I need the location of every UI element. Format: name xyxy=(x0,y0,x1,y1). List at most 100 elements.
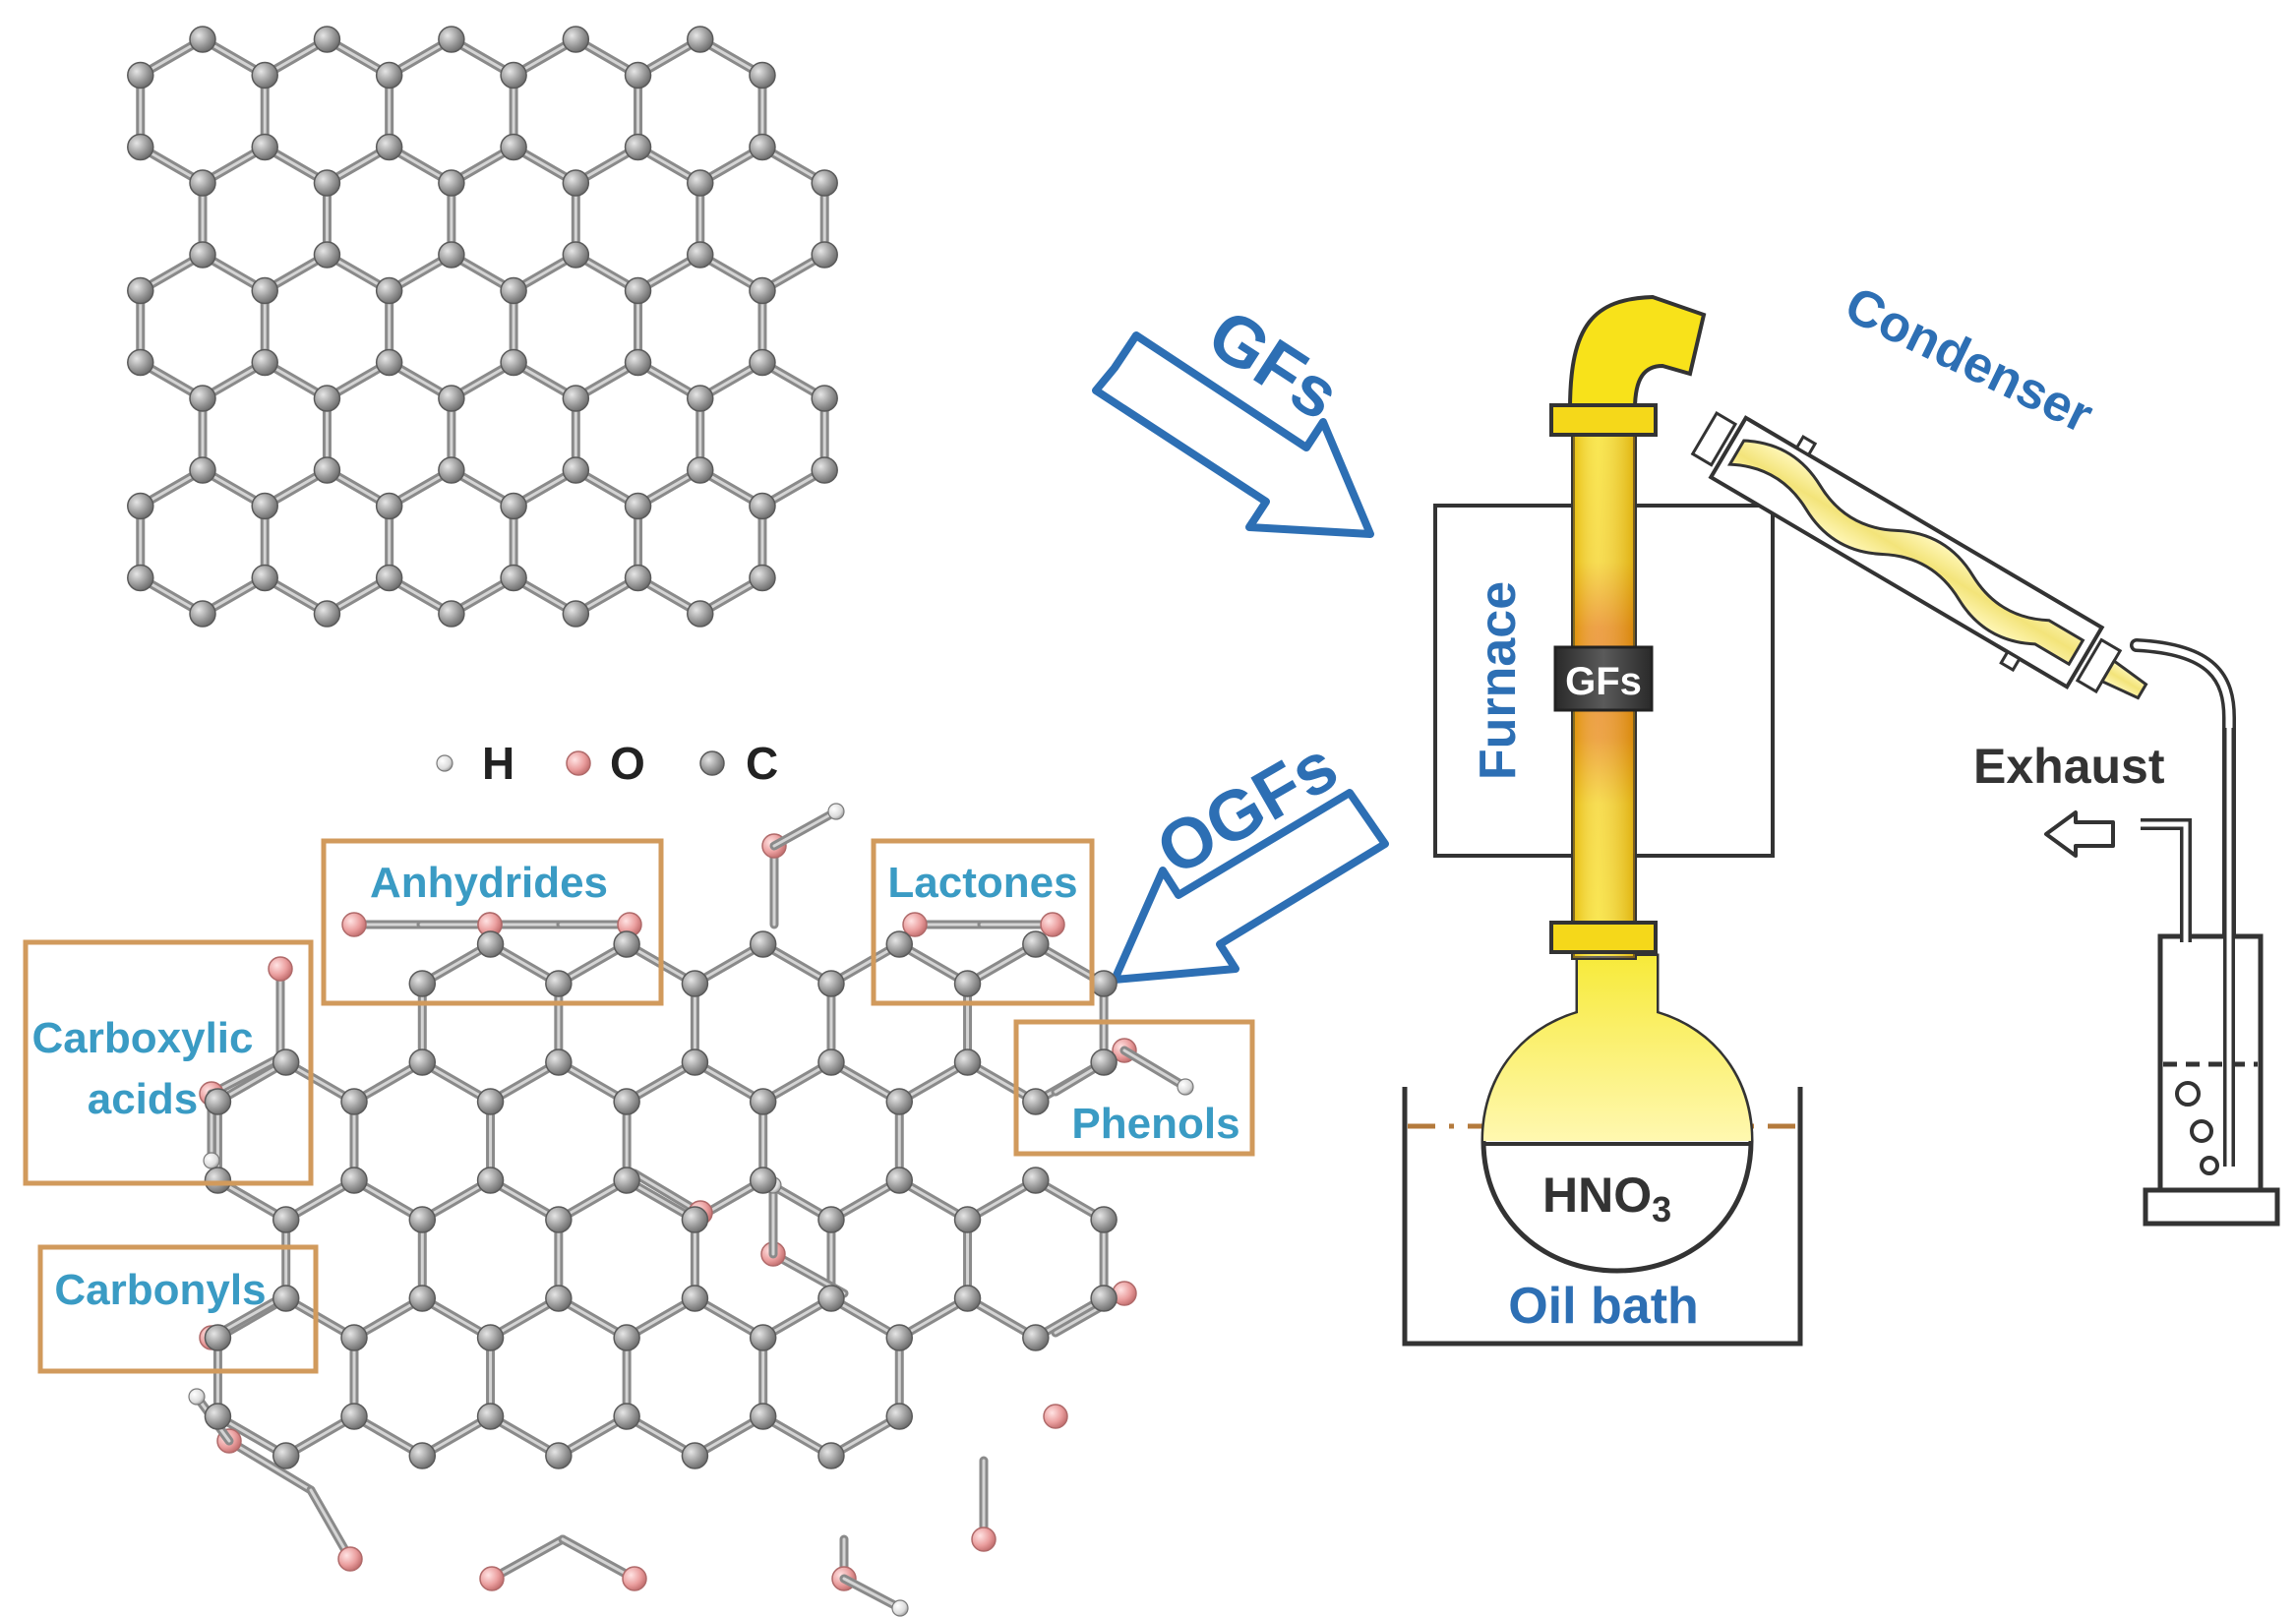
carbon-atom xyxy=(749,133,776,161)
oxidation-apparatus: Oil bath HNO3 Furnace Condenser xyxy=(1402,276,2280,1347)
legend-hydrogen-dot xyxy=(436,754,453,772)
carbon-atom xyxy=(1090,1206,1118,1233)
carbon-atom xyxy=(313,600,341,628)
carbon-atom xyxy=(953,1285,982,1312)
carbon-atom xyxy=(613,1403,640,1430)
carbon-atom xyxy=(811,456,838,484)
phenols-label: Phenols xyxy=(1071,1100,1239,1148)
hydrogen-atom xyxy=(1177,1078,1194,1096)
carbon-atom xyxy=(313,241,341,269)
oxygen-atom xyxy=(479,1566,505,1591)
carbon-atom xyxy=(476,1088,505,1115)
carbon-atom xyxy=(438,26,465,53)
functional-group-annotations: Anhydrides Lactones Carboxylic acids Phe… xyxy=(23,838,1255,1374)
carboxylic-acids-label-line2: acids xyxy=(88,1075,199,1123)
carbon-atom xyxy=(681,1442,709,1469)
carbonyls-box xyxy=(37,1244,319,1374)
carbon-atom xyxy=(681,1285,709,1312)
carbon-atom xyxy=(408,1048,437,1076)
carbon-atom xyxy=(272,1048,300,1076)
carbon-atom xyxy=(749,1403,777,1430)
lactones-label: Lactones xyxy=(887,859,1077,907)
carbon-atom xyxy=(127,564,154,592)
anhydrides-box xyxy=(321,838,664,1006)
carbon-atom xyxy=(313,385,341,412)
carbon-atom xyxy=(885,1324,914,1351)
carbon-atom xyxy=(562,169,590,197)
carbon-atom xyxy=(885,1403,914,1430)
carbon-atom xyxy=(500,276,527,305)
carbon-atom xyxy=(251,133,278,161)
carbon-atom xyxy=(613,1167,640,1194)
carbon-atom xyxy=(127,133,154,161)
carbon-atom xyxy=(613,1324,640,1351)
carbon-atom xyxy=(251,61,278,90)
oxygen-atom xyxy=(268,956,293,982)
carbon-atom xyxy=(624,348,652,377)
carbon-atom xyxy=(681,1048,709,1076)
carbon-atom xyxy=(438,169,465,197)
carbon-atom xyxy=(127,276,154,305)
carbon-atom xyxy=(375,133,403,161)
carbon-atom xyxy=(562,241,590,269)
carbon-atom xyxy=(624,276,652,305)
carbon-atom xyxy=(340,1324,368,1351)
graphene-sheet xyxy=(127,26,838,628)
carbon-atom xyxy=(953,1048,982,1076)
carbon-atom xyxy=(1090,1285,1118,1312)
flask-vapour-fill xyxy=(1483,956,1751,1141)
anhydrides-label: Anhydrides xyxy=(370,859,608,907)
carbon-atom xyxy=(438,456,465,484)
carbon-atom xyxy=(375,61,403,90)
carbon-atom xyxy=(562,600,590,628)
carbon-atom xyxy=(189,169,216,197)
carbon-atom xyxy=(562,385,590,412)
carbon-atom xyxy=(545,1048,573,1076)
carbon-atom xyxy=(817,1285,845,1312)
oxygen-atom xyxy=(1043,1404,1068,1429)
graphite-felt-sample xyxy=(1553,645,1654,712)
carbon-atom xyxy=(500,133,527,161)
carbon-atom xyxy=(313,26,341,53)
carbon-atom xyxy=(340,1088,368,1115)
carbon-atom xyxy=(749,61,776,90)
carbonyls-label: Carbonyls xyxy=(54,1266,266,1314)
carbon-atom xyxy=(408,1442,437,1469)
legend-carbon-dot xyxy=(699,750,725,776)
lower-joint xyxy=(1549,921,1658,954)
carbon-atom xyxy=(545,970,573,997)
carbon-atom xyxy=(127,61,154,90)
carbon-atom xyxy=(1090,970,1118,997)
carbon-atom xyxy=(204,1403,232,1430)
carbon-atom xyxy=(204,1324,232,1351)
carbon-atom xyxy=(681,970,709,997)
column-bend xyxy=(1567,294,1707,411)
gas-bubbler xyxy=(2141,728,2280,1227)
carbon-atom xyxy=(545,1206,573,1233)
carbon-atom xyxy=(885,930,914,958)
carbon-atom xyxy=(204,1088,232,1115)
oxygen-atom xyxy=(971,1527,997,1552)
carbon-atom xyxy=(953,970,982,997)
oxygen-atom xyxy=(337,1546,363,1572)
upper-joint xyxy=(1549,403,1658,437)
carbon-atom xyxy=(749,1088,777,1115)
flask-label: HNO3 xyxy=(1542,1168,1671,1229)
carbon-atom xyxy=(687,241,714,269)
carbon-atom xyxy=(375,276,403,305)
carbon-atom xyxy=(476,930,505,958)
condenser xyxy=(1690,411,2148,700)
carbon-atom xyxy=(624,492,652,520)
carbon-atom xyxy=(1022,930,1050,958)
exhaust-label: Exhaust xyxy=(1973,739,2165,794)
carbon-atom xyxy=(613,930,640,958)
oil-bath-label: Oil bath xyxy=(1508,1278,1699,1335)
carbon-atom xyxy=(562,456,590,484)
carbon-atom xyxy=(189,600,216,628)
carbon-atom xyxy=(687,385,714,412)
hydrogen-atom xyxy=(188,1388,206,1406)
atom-legend: H O C xyxy=(436,738,778,789)
carbon-atom xyxy=(438,385,465,412)
carbon-atom xyxy=(438,241,465,269)
carbon-atom xyxy=(624,564,652,592)
